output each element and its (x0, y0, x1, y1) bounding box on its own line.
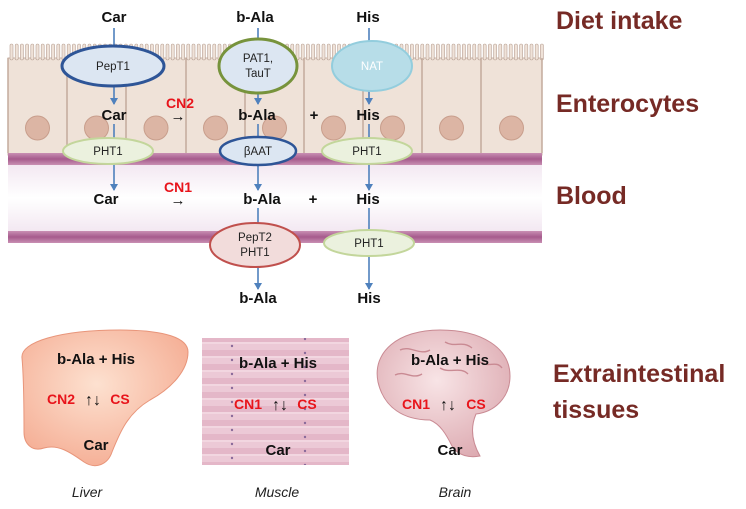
transporter-baat: βAAT (218, 135, 298, 167)
muscle-substrates: b-Ala + His (239, 355, 317, 372)
brain-substrates: b-Ala + His (411, 352, 489, 369)
muscle-cn1: CN1 (234, 396, 262, 412)
car-label: Car (101, 107, 126, 124)
bala-label: b-Ala (238, 107, 276, 124)
transporter-pht1-car: PHT1 (62, 137, 154, 165)
bala-label: b-Ala (239, 290, 277, 307)
cell-nucleus (25, 115, 50, 141)
bala-label: b-Ala (236, 9, 274, 26)
plus-sign: + (309, 191, 318, 208)
enterocytes-title: Enterocytes (556, 90, 699, 118)
cn1-enzyme: CN1 (164, 179, 192, 195)
section-titles: Diet intake Enterocytes Blood Extraintes… (553, 7, 725, 424)
tissues-title: tissues (553, 396, 639, 424)
pat1-label: PAT1, (243, 53, 273, 65)
cell-nucleus (380, 115, 405, 141)
muscle-tissue (202, 338, 349, 465)
pht1-label: PHT1 (240, 247, 269, 259)
diet-molecules: Car b-Ala His (101, 9, 379, 26)
tissue-uptake-molecules: b-Ala His (239, 290, 380, 307)
liver-cn2: CN2 (47, 391, 75, 407)
his-label: His (356, 191, 379, 208)
liver-car: Car (83, 437, 108, 454)
muscle-caption: Muscle (255, 484, 300, 500)
diet-intake-title: Diet intake (556, 7, 683, 35)
transporter-pht1-his: PHT1 (321, 137, 413, 165)
reaction-arrow: → (171, 192, 186, 209)
brain-cs: CS (466, 396, 485, 412)
cell-nucleus (321, 115, 346, 141)
brain-car: Car (437, 442, 462, 459)
transporter-nat: NAT (331, 40, 413, 92)
liver-cs: CS (110, 391, 129, 407)
pht1-label: PHT1 (354, 238, 383, 250)
liver-shape (21, 329, 189, 467)
car-label: Car (93, 191, 118, 208)
brain-updown: ↑↓ (440, 397, 456, 414)
his-label: His (357, 290, 380, 307)
cell-nucleus (439, 115, 464, 141)
muscle-car: Car (265, 442, 290, 459)
blood-title: Blood (556, 182, 627, 210)
cell-nucleus (203, 115, 228, 141)
blood-lumen (8, 165, 542, 231)
liver-substrates: b-Ala + His (57, 351, 135, 368)
cell-nucleus (143, 115, 169, 141)
muscle-cs: CS (297, 396, 316, 412)
car-label: Car (101, 9, 126, 26)
cn2-enzyme: CN2 (166, 95, 194, 111)
bala-label: b-Ala (243, 191, 281, 208)
cell-nucleus (499, 115, 524, 141)
pht1-label: PHT1 (93, 146, 122, 158)
baat-label: βAAT (244, 146, 272, 158)
brain-caption: Brain (439, 484, 472, 500)
enterocyte-molecules: Car CN2 → b-Ala + His (101, 95, 379, 125)
transporter-pept1: PepT1 (60, 44, 166, 88)
liver-panel: b-Ala + His CN2 ↑↓ CS Car Liver (21, 329, 189, 500)
liver-caption: Liver (72, 484, 104, 500)
pht1-label: PHT1 (352, 146, 381, 158)
transporter-pat1-taut: PAT1, TauT (217, 37, 299, 95)
muscle-panel: b-Ala + His CN1 ↑↓ CS Car Muscle (202, 338, 349, 500)
liver-updown: ↑↓ (85, 392, 101, 409)
blood-molecules: Car CN1 → b-Ala + His (93, 179, 379, 209)
plus-sign: + (310, 107, 319, 124)
transporter-pept2-pht1: PepT2 PHT1 (209, 222, 301, 268)
muscle-updown: ↑↓ (272, 397, 288, 414)
brain-shape (376, 329, 511, 458)
nat-label: NAT (361, 61, 383, 73)
brain-cn1: CN1 (402, 396, 430, 412)
brain-panel: b-Ala + His CN1 ↑↓ CS Car Brain (376, 329, 511, 500)
taut-label: TauT (245, 68, 271, 80)
pept2-label: PepT2 (238, 232, 272, 244)
transporter-pht1-blood: PHT1 (323, 229, 415, 257)
extraintestinal-title: Extraintestinal (553, 360, 725, 388)
his-label: His (356, 9, 379, 26)
his-label: His (356, 107, 379, 124)
reaction-arrow: → (171, 108, 186, 125)
pept1-label: PepT1 (96, 61, 130, 73)
